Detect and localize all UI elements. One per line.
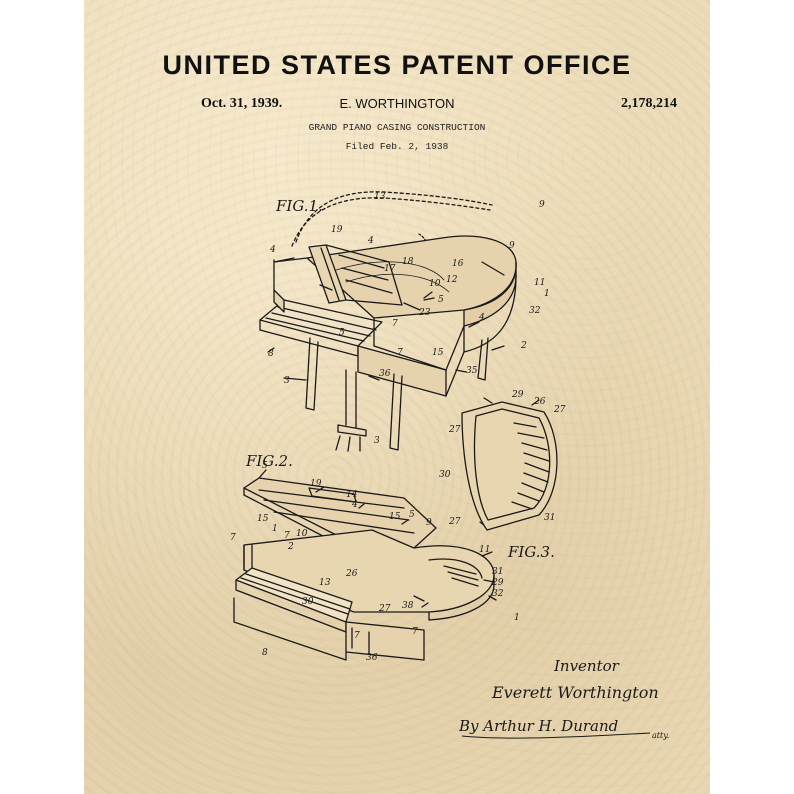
svg-text:8: 8 — [262, 648, 268, 658]
svg-text:10: 10 — [429, 279, 441, 289]
fig3-casing — [461, 397, 558, 531]
svg-text:35: 35 — [466, 366, 478, 376]
svg-text:31: 31 — [544, 513, 555, 523]
fig1-reference-numerals: 13 9 19 4 4 9 16 18 17 10 12 11 1 32 4 2… — [268, 192, 550, 446]
fig3-label: FIG.3. — [508, 543, 555, 561]
fig3-reference-numerals: 29 26 27 27 30 27 31 — [439, 390, 566, 527]
svg-text:27: 27 — [448, 517, 461, 527]
svg-text:9: 9 — [539, 200, 545, 210]
svg-text:36: 36 — [366, 653, 378, 663]
patent-subtitle: GRAND PIANO CASING CONSTRUCTION — [308, 122, 486, 133]
svg-text:13: 13 — [319, 578, 331, 588]
svg-text:11: 11 — [534, 278, 545, 288]
svg-text:27: 27 — [553, 405, 566, 415]
svg-text:5: 5 — [339, 328, 345, 338]
svg-text:30: 30 — [439, 470, 451, 480]
fig2-label: FIG.2. — [246, 452, 293, 470]
fig1-label: FIG.1. — [276, 197, 323, 215]
inventor-signature: Everett Worthington — [492, 683, 659, 702]
svg-text:7: 7 — [284, 531, 290, 541]
svg-text:31: 31 — [492, 567, 503, 577]
svg-text:5: 5 — [438, 295, 444, 305]
svg-text:14: 14 — [346, 490, 358, 500]
patent-date: Oct. 31, 1939. — [201, 96, 283, 111]
fig2-reference-numerals: 5 19 14 15 4 15 5 9 7 1 7 10 2 11 26 31 … — [230, 461, 520, 663]
svg-text:13: 13 — [374, 192, 386, 202]
svg-text:8: 8 — [268, 349, 274, 359]
svg-text:18: 18 — [402, 257, 414, 267]
svg-text:7: 7 — [230, 533, 236, 543]
svg-text:30: 30 — [302, 597, 314, 607]
inventor-name: E. WORTHINGTON — [339, 96, 455, 111]
svg-text:3: 3 — [374, 436, 380, 446]
svg-text:29: 29 — [511, 390, 524, 400]
svg-text:7: 7 — [397, 348, 403, 358]
svg-text:27: 27 — [448, 425, 461, 435]
svg-text:4: 4 — [269, 245, 276, 255]
svg-text:26: 26 — [533, 397, 546, 407]
svg-text:27: 27 — [378, 604, 391, 614]
patent-drawing: 13 9 19 4 4 9 16 18 17 10 12 11 1 32 4 2… — [230, 191, 566, 663]
svg-text:17: 17 — [384, 264, 396, 274]
svg-text:32: 32 — [492, 589, 504, 599]
svg-text:7: 7 — [392, 319, 398, 329]
svg-text:3: 3 — [284, 376, 290, 386]
svg-text:9: 9 — [426, 518, 432, 528]
svg-text:19: 19 — [331, 225, 343, 235]
inventor-label: Inventor — [554, 657, 619, 675]
svg-text:5: 5 — [262, 461, 268, 471]
svg-text:9: 9 — [509, 241, 515, 251]
svg-text:15: 15 — [389, 512, 401, 522]
svg-text:15: 15 — [257, 514, 269, 524]
svg-text:15: 15 — [432, 348, 444, 358]
svg-text:38: 38 — [402, 601, 414, 611]
svg-text:4: 4 — [367, 236, 374, 246]
filed-date: Filed Feb. 2, 1938 — [345, 141, 449, 152]
fig2-piano — [233, 469, 497, 661]
svg-text:26: 26 — [345, 569, 358, 579]
svg-text:4: 4 — [351, 500, 358, 510]
attorney-signature: By Arthur H. Durand — [459, 717, 619, 735]
svg-text:1: 1 — [272, 524, 278, 534]
svg-text:10: 10 — [296, 529, 308, 539]
attorney-suffix: atty. — [652, 731, 670, 740]
svg-text:2: 2 — [520, 341, 527, 351]
svg-text:36: 36 — [379, 369, 391, 379]
svg-text:7: 7 — [354, 631, 360, 641]
svg-text:1: 1 — [544, 289, 550, 299]
svg-text:7: 7 — [412, 627, 418, 637]
svg-text:4: 4 — [478, 313, 485, 323]
svg-text:5: 5 — [409, 510, 415, 520]
patent-sheet: UNITED STATES PATENT OFFICE Oct. 31, 193… — [84, 0, 710, 794]
svg-text:29: 29 — [491, 578, 504, 588]
patent-number: 2,178,214 — [621, 96, 677, 111]
svg-text:12: 12 — [446, 275, 458, 285]
fig1-piano — [259, 191, 517, 452]
svg-text:2: 2 — [287, 542, 294, 552]
svg-text:11: 11 — [479, 545, 490, 555]
svg-text:1: 1 — [514, 613, 520, 623]
svg-text:16: 16 — [452, 259, 464, 269]
signature-underline — [461, 732, 651, 739]
svg-text:19: 19 — [310, 479, 322, 489]
patent-office-title: UNITED STATES PATENT OFFICE — [162, 50, 632, 80]
svg-text:23: 23 — [418, 308, 431, 318]
svg-text:32: 32 — [529, 306, 541, 316]
